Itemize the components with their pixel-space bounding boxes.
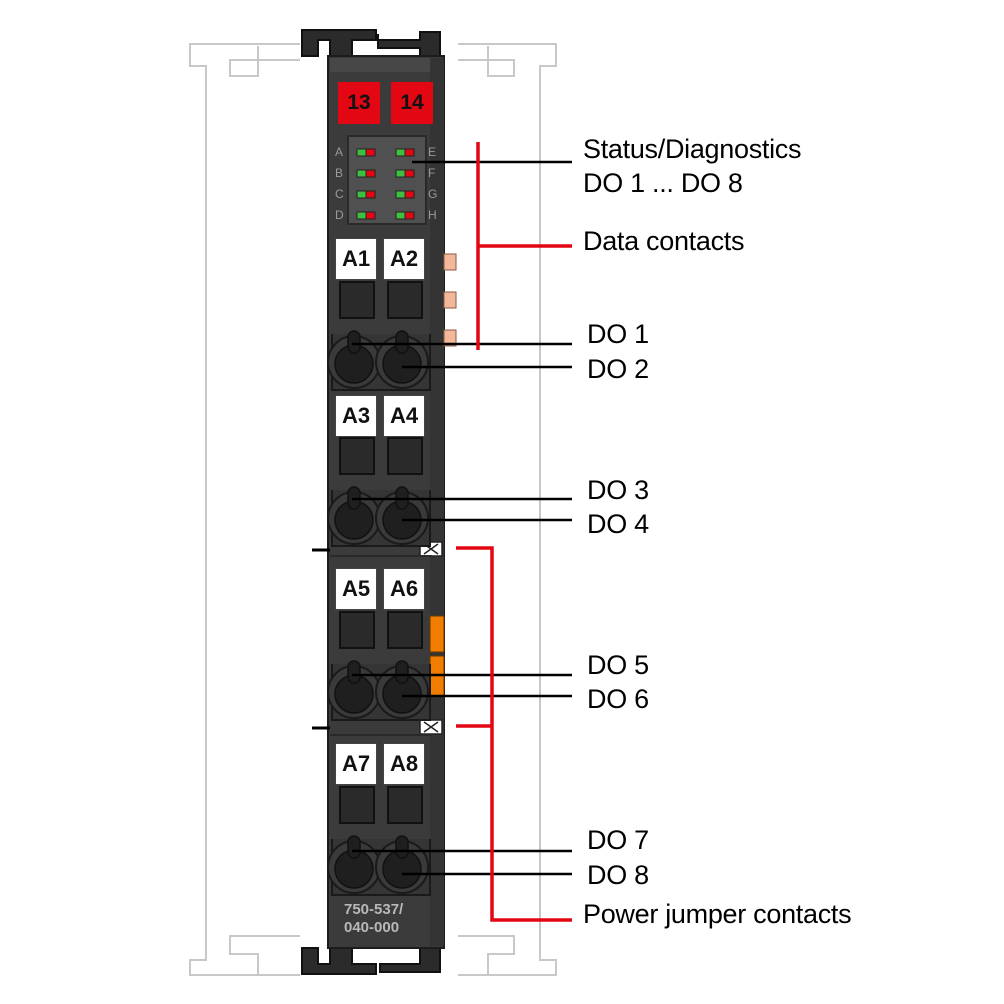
led-green — [356, 211, 367, 220]
label-do3: DO 3 — [587, 475, 649, 505]
led-label-a: A — [335, 145, 344, 159]
release-button — [339, 281, 375, 319]
indicator-13: 13 — [338, 82, 380, 124]
release-button — [387, 281, 423, 319]
terminal-tag-a1: A1 — [335, 238, 377, 280]
led-green — [395, 169, 406, 178]
led-green — [395, 190, 406, 199]
bottom-latch-right — [379, 947, 441, 973]
led-label-d: D — [335, 208, 344, 222]
release-button — [387, 611, 423, 649]
label-status-diagnostics: Status/Diagnostics — [583, 134, 802, 164]
label-do1: DO 1 — [587, 319, 649, 349]
terminal-tag-a7: A7 — [335, 743, 377, 785]
led-red — [365, 148, 376, 157]
label-do5: DO 5 — [587, 650, 649, 680]
terminal-blocks — [327, 281, 431, 896]
data-contact — [443, 291, 457, 309]
label-do4: DO 4 — [587, 509, 649, 539]
jumper-contact — [429, 615, 445, 653]
led-red — [365, 190, 376, 199]
top-latch-right — [377, 31, 441, 57]
label-data-contacts: Data contacts — [583, 226, 745, 256]
led-label-g: G — [428, 187, 438, 201]
release-button — [339, 786, 375, 824]
led-label-e: E — [428, 145, 437, 159]
label-do6: DO 6 — [587, 684, 649, 714]
terminal-tag-a6: A6 — [383, 568, 425, 610]
led-green — [356, 190, 367, 199]
label-do8: DO 8 — [587, 860, 649, 890]
release-button — [339, 437, 375, 475]
led-label-h: H — [428, 208, 437, 222]
clamp-slot — [395, 835, 409, 859]
din-rail-left — [189, 43, 300, 976]
led-red — [404, 148, 415, 157]
led-red — [365, 211, 376, 220]
data-contact — [443, 329, 457, 347]
bottom-latch — [301, 947, 377, 975]
callout-lines — [352, 160, 572, 876]
terminal-tag-a3: A3 — [335, 395, 377, 437]
din-rail-right — [458, 43, 557, 976]
label-status-range: DO 1 ... DO 8 — [583, 168, 743, 198]
top-latch — [301, 29, 377, 57]
release-button — [387, 437, 423, 475]
led-label-c: C — [335, 187, 344, 201]
clamp-slot — [347, 835, 361, 859]
release-button — [339, 611, 375, 649]
release-button — [387, 786, 423, 824]
part-number-line1: 750-537/ — [344, 901, 404, 918]
led-green — [356, 169, 367, 178]
led-green — [356, 148, 367, 157]
led-red — [365, 169, 376, 178]
led-red — [404, 211, 415, 220]
terminal-tag-a2: A2 — [383, 238, 425, 280]
clamp-slot — [347, 660, 361, 684]
led-green — [395, 211, 406, 220]
clamp-slot — [395, 330, 409, 354]
terminal-tag-a4: A4 — [383, 395, 425, 437]
data-contact — [443, 253, 457, 271]
status-leds — [356, 148, 415, 220]
label-do2: DO 2 — [587, 354, 649, 384]
terminal-tag-a5: A5 — [335, 568, 377, 610]
callout-lines-red — [456, 142, 572, 922]
clamp-slot — [395, 660, 409, 684]
clamp-slot — [347, 330, 361, 354]
led-label-f: F — [428, 166, 436, 180]
indicator-14: 14 — [391, 82, 433, 124]
led-label-b: B — [335, 166, 344, 180]
led-red — [404, 190, 415, 199]
part-number-line2: 040-000 — [344, 919, 400, 936]
terminal-tag-a8: A8 — [383, 743, 425, 785]
label-do7: DO 7 — [587, 825, 649, 855]
led-green — [395, 148, 406, 157]
label-power-jumper-contacts: Power jumper contacts — [583, 899, 852, 929]
led-red — [404, 169, 415, 178]
